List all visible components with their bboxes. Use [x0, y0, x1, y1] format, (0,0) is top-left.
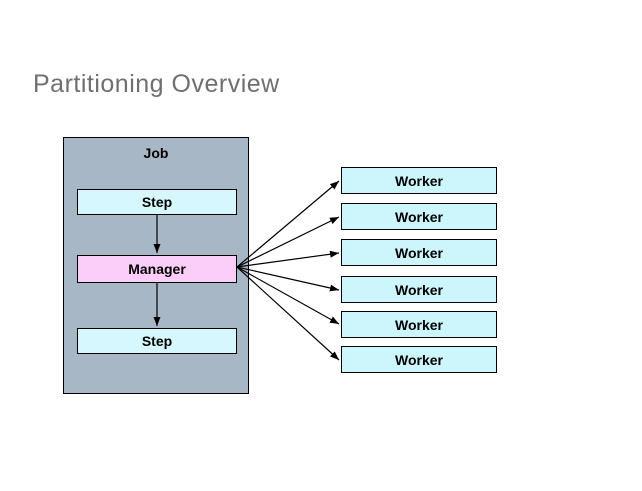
arrow-manager-to-worker-5	[236, 266, 340, 361]
job-label: Job	[143, 145, 169, 161]
arrow-manager-to-worker-2	[236, 250, 340, 268]
worker-box: Worker	[341, 311, 497, 338]
worker-box: Worker	[341, 239, 497, 266]
page-title: Partitioning Overview	[33, 70, 280, 98]
worker-box: Worker	[341, 167, 497, 194]
arrow-manager-to-worker-1	[236, 216, 340, 268]
arrow-manager-to-worker-4	[236, 266, 340, 325]
worker-box: Worker	[341, 276, 497, 303]
arrow-manager-to-worker-3	[236, 266, 340, 292]
worker-box: Worker	[341, 346, 497, 373]
job-container: Job Step Manager Step	[63, 137, 249, 394]
arrow-manager-to-worker-0	[236, 180, 340, 268]
step-box-top: Step	[77, 189, 237, 215]
step-box-bottom: Step	[77, 328, 237, 354]
manager-box: Manager	[77, 255, 237, 283]
worker-box: Worker	[341, 203, 497, 230]
